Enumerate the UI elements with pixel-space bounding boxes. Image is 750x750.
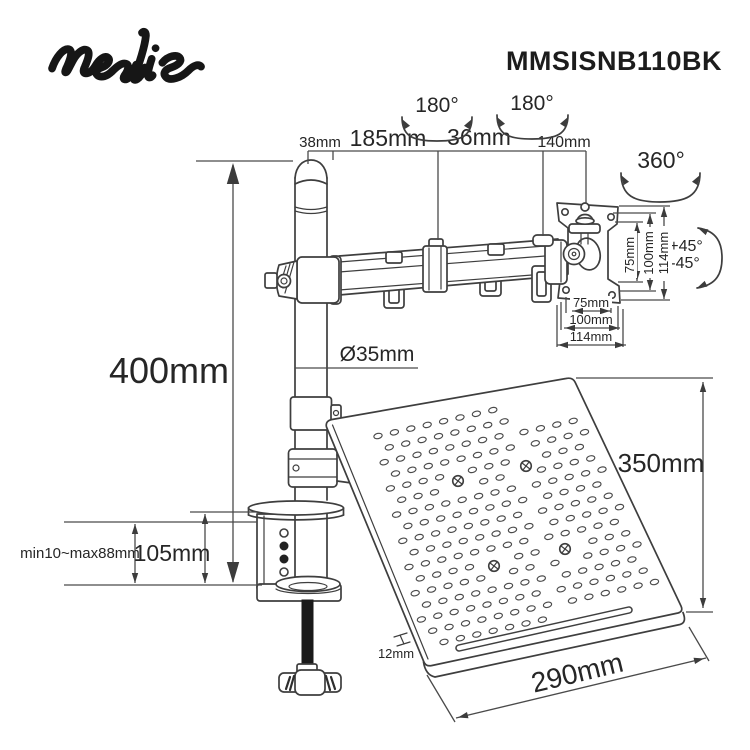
pole bbox=[287, 159, 367, 501]
dim-swivel-rear: 180° bbox=[510, 92, 553, 115]
vesa-head bbox=[531, 202, 621, 304]
dim-vesa-h114: 114mm bbox=[570, 329, 612, 344]
dim-swivel-front: 180° bbox=[415, 94, 458, 117]
clamp-screw-rod bbox=[301, 599, 314, 667]
dim-clamp-height: 105mm bbox=[134, 540, 211, 566]
dim-vesa-h100: 100mm bbox=[569, 312, 612, 327]
dim-pole-top-width: 38mm bbox=[299, 134, 341, 151]
dim-vesa-h75: 75mm bbox=[573, 295, 609, 310]
dimension-annotations: 38mm 185mm 36mm 140mm 180° 180° 360° bbox=[20, 92, 723, 723]
head-bolt bbox=[568, 202, 601, 245]
tray-front-lip bbox=[422, 611, 686, 678]
dim-arm-mid: 36mm bbox=[447, 124, 511, 150]
support-arm bbox=[264, 238, 559, 309]
dim-tray-lip: 12mm bbox=[378, 646, 414, 661]
dim-pole-height: 400mm bbox=[109, 350, 229, 391]
dim-arm-rear: 140mm bbox=[537, 134, 590, 151]
dim-tray-depth: 350mm bbox=[618, 448, 705, 478]
dim-vesa-v75: 75mm bbox=[622, 237, 637, 273]
rotation-annotations: 180° 180° 360° +45° -45° bbox=[399, 92, 723, 291]
laptop-tray bbox=[325, 377, 686, 678]
clamp-top-plate bbox=[247, 500, 345, 521]
clamp-knob bbox=[278, 669, 342, 696]
pole-diameter-dimension: Ø35mm bbox=[295, 343, 418, 369]
tray-screws bbox=[451, 459, 572, 573]
ventilation-holes bbox=[373, 406, 660, 646]
dim-vesa-v100: 100mm bbox=[641, 231, 656, 274]
dim-tilt-up: +45° bbox=[669, 238, 703, 255]
tilt-pivot bbox=[562, 242, 586, 266]
arm-mid-joint bbox=[422, 238, 448, 293]
model-number: MMSISNB110BK bbox=[505, 46, 722, 76]
pole-collar bbox=[289, 396, 333, 431]
nedis-logo-glyph bbox=[48, 27, 205, 84]
dim-clamp-range: min10~max88mm bbox=[20, 545, 140, 562]
dim-pole-diameter: Ø35mm bbox=[340, 343, 415, 366]
dim-tilt-down: -45° bbox=[670, 255, 700, 272]
arm-pole-clamp bbox=[296, 256, 340, 304]
vesa-vertical-dimensions: 75mm 100mm 114mm bbox=[613, 205, 672, 301]
clamp-dimensions: 105mm min10~max88mm bbox=[20, 511, 262, 586]
nedis-logo: nedis bbox=[30, 24, 225, 89]
vesa-horizontal-dimensions: 75mm 100mm 114mm bbox=[556, 295, 626, 349]
desk-clamp bbox=[247, 500, 345, 696]
clamp-jaw bbox=[256, 575, 342, 602]
dim-vesa-v114: 114mm bbox=[656, 232, 671, 274]
dim-rotate-head: 360° bbox=[637, 147, 685, 173]
